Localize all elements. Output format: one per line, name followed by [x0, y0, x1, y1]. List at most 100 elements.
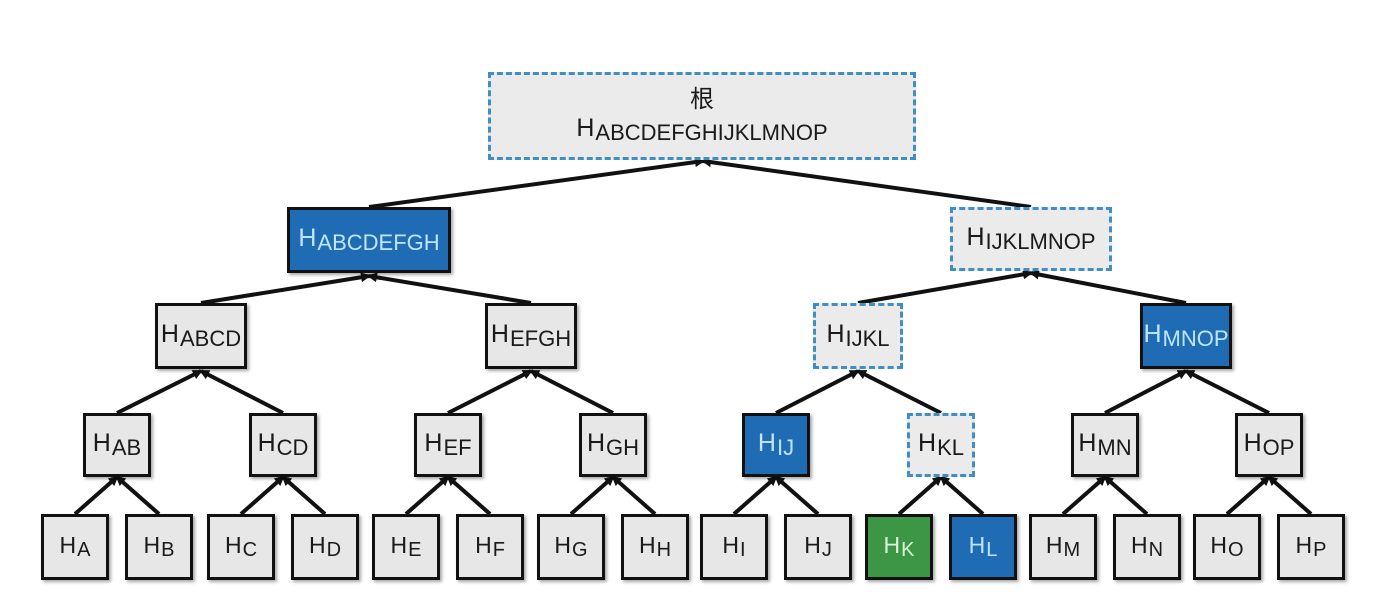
- hash-prefix: H: [298, 224, 317, 252]
- hash-subscript: H: [656, 539, 672, 561]
- hash-subscript: EF: [443, 435, 472, 460]
- hash-subscript: D: [326, 539, 342, 561]
- edge-habcd-to-habcdefgh: [200, 272, 371, 305]
- hash-subscript: J: [821, 539, 832, 561]
- hash-subscript: IJ: [776, 435, 795, 460]
- hash-prefix: H: [883, 532, 901, 558]
- edge-hkl-to-hijkl: [856, 369, 942, 415]
- hash-subscript: MNOP: [1162, 326, 1229, 351]
- hash-prefix: H: [576, 114, 595, 142]
- root-label: 根: [690, 86, 714, 113]
- hash-prefix: H: [475, 532, 492, 558]
- hash-prefix: H: [1130, 532, 1148, 558]
- hash-prefix: H: [1210, 532, 1228, 558]
- hash-prefix: H: [804, 532, 821, 558]
- hash-prefix: H: [918, 429, 937, 457]
- hash-subscript: ABCD: [179, 326, 242, 351]
- hash-prefix: H: [554, 532, 572, 558]
- edge-hh-to-hgh: [611, 475, 657, 516]
- hash-subscript: IJKL: [845, 326, 890, 351]
- hash-subscript: GH: [606, 435, 640, 460]
- hash-prefix: H: [826, 320, 845, 348]
- hash-subscript: B: [161, 539, 175, 561]
- edge-hij-to-hijkl: [775, 369, 860, 415]
- hash-subscript: KL: [937, 435, 964, 460]
- hash-subscript: G: [572, 539, 588, 561]
- hash-prefix: H: [257, 429, 276, 457]
- hash-prefix: H: [1143, 320, 1162, 348]
- edge-hd-to-hcd: [281, 475, 327, 516]
- edge-hm-to-hmn: [1061, 475, 1107, 516]
- hash-subscript: O: [1228, 539, 1244, 561]
- hash-prefix: H: [722, 532, 740, 558]
- edge-hijklmnop-to-root: [701, 157, 1032, 209]
- hash-subscript: P: [1313, 539, 1327, 561]
- edge-hk-to-hkl: [897, 475, 943, 516]
- hash-prefix: H: [160, 320, 179, 348]
- hash-prefix: H: [92, 429, 111, 457]
- edge-hb-to-hab: [115, 475, 161, 516]
- hash-prefix: H: [968, 532, 986, 558]
- hash-subscript: I: [740, 539, 746, 561]
- hash-subscript: A: [77, 539, 91, 561]
- hash-subscript: F: [492, 539, 505, 561]
- edge-hj-to-hij: [774, 475, 820, 516]
- hash-subscript: OP: [1262, 435, 1295, 460]
- hash-prefix: H: [490, 320, 509, 348]
- hash-prefix: H: [1045, 532, 1063, 558]
- edge-hg-to-hgh: [569, 475, 615, 516]
- hash-subscript: E: [408, 539, 422, 561]
- hash-prefix: H: [1078, 429, 1097, 457]
- edge-hab-to-habcd: [116, 369, 203, 415]
- edge-hop-to-hmnop: [1184, 369, 1270, 415]
- hash-subscript: AB: [111, 435, 142, 460]
- hash-prefix: H: [586, 429, 606, 457]
- edge-ha-to-hab: [73, 475, 119, 516]
- hash-prefix: H: [308, 532, 326, 558]
- edge-hl-to-hkl: [939, 475, 985, 516]
- edge-ho-to-hop: [1225, 475, 1271, 516]
- edge-hef-to-hefgh: [447, 369, 533, 415]
- hash-subscript: MN: [1097, 435, 1132, 460]
- hash-subscript: K: [901, 539, 915, 561]
- edge-hi-to-hij: [732, 475, 778, 516]
